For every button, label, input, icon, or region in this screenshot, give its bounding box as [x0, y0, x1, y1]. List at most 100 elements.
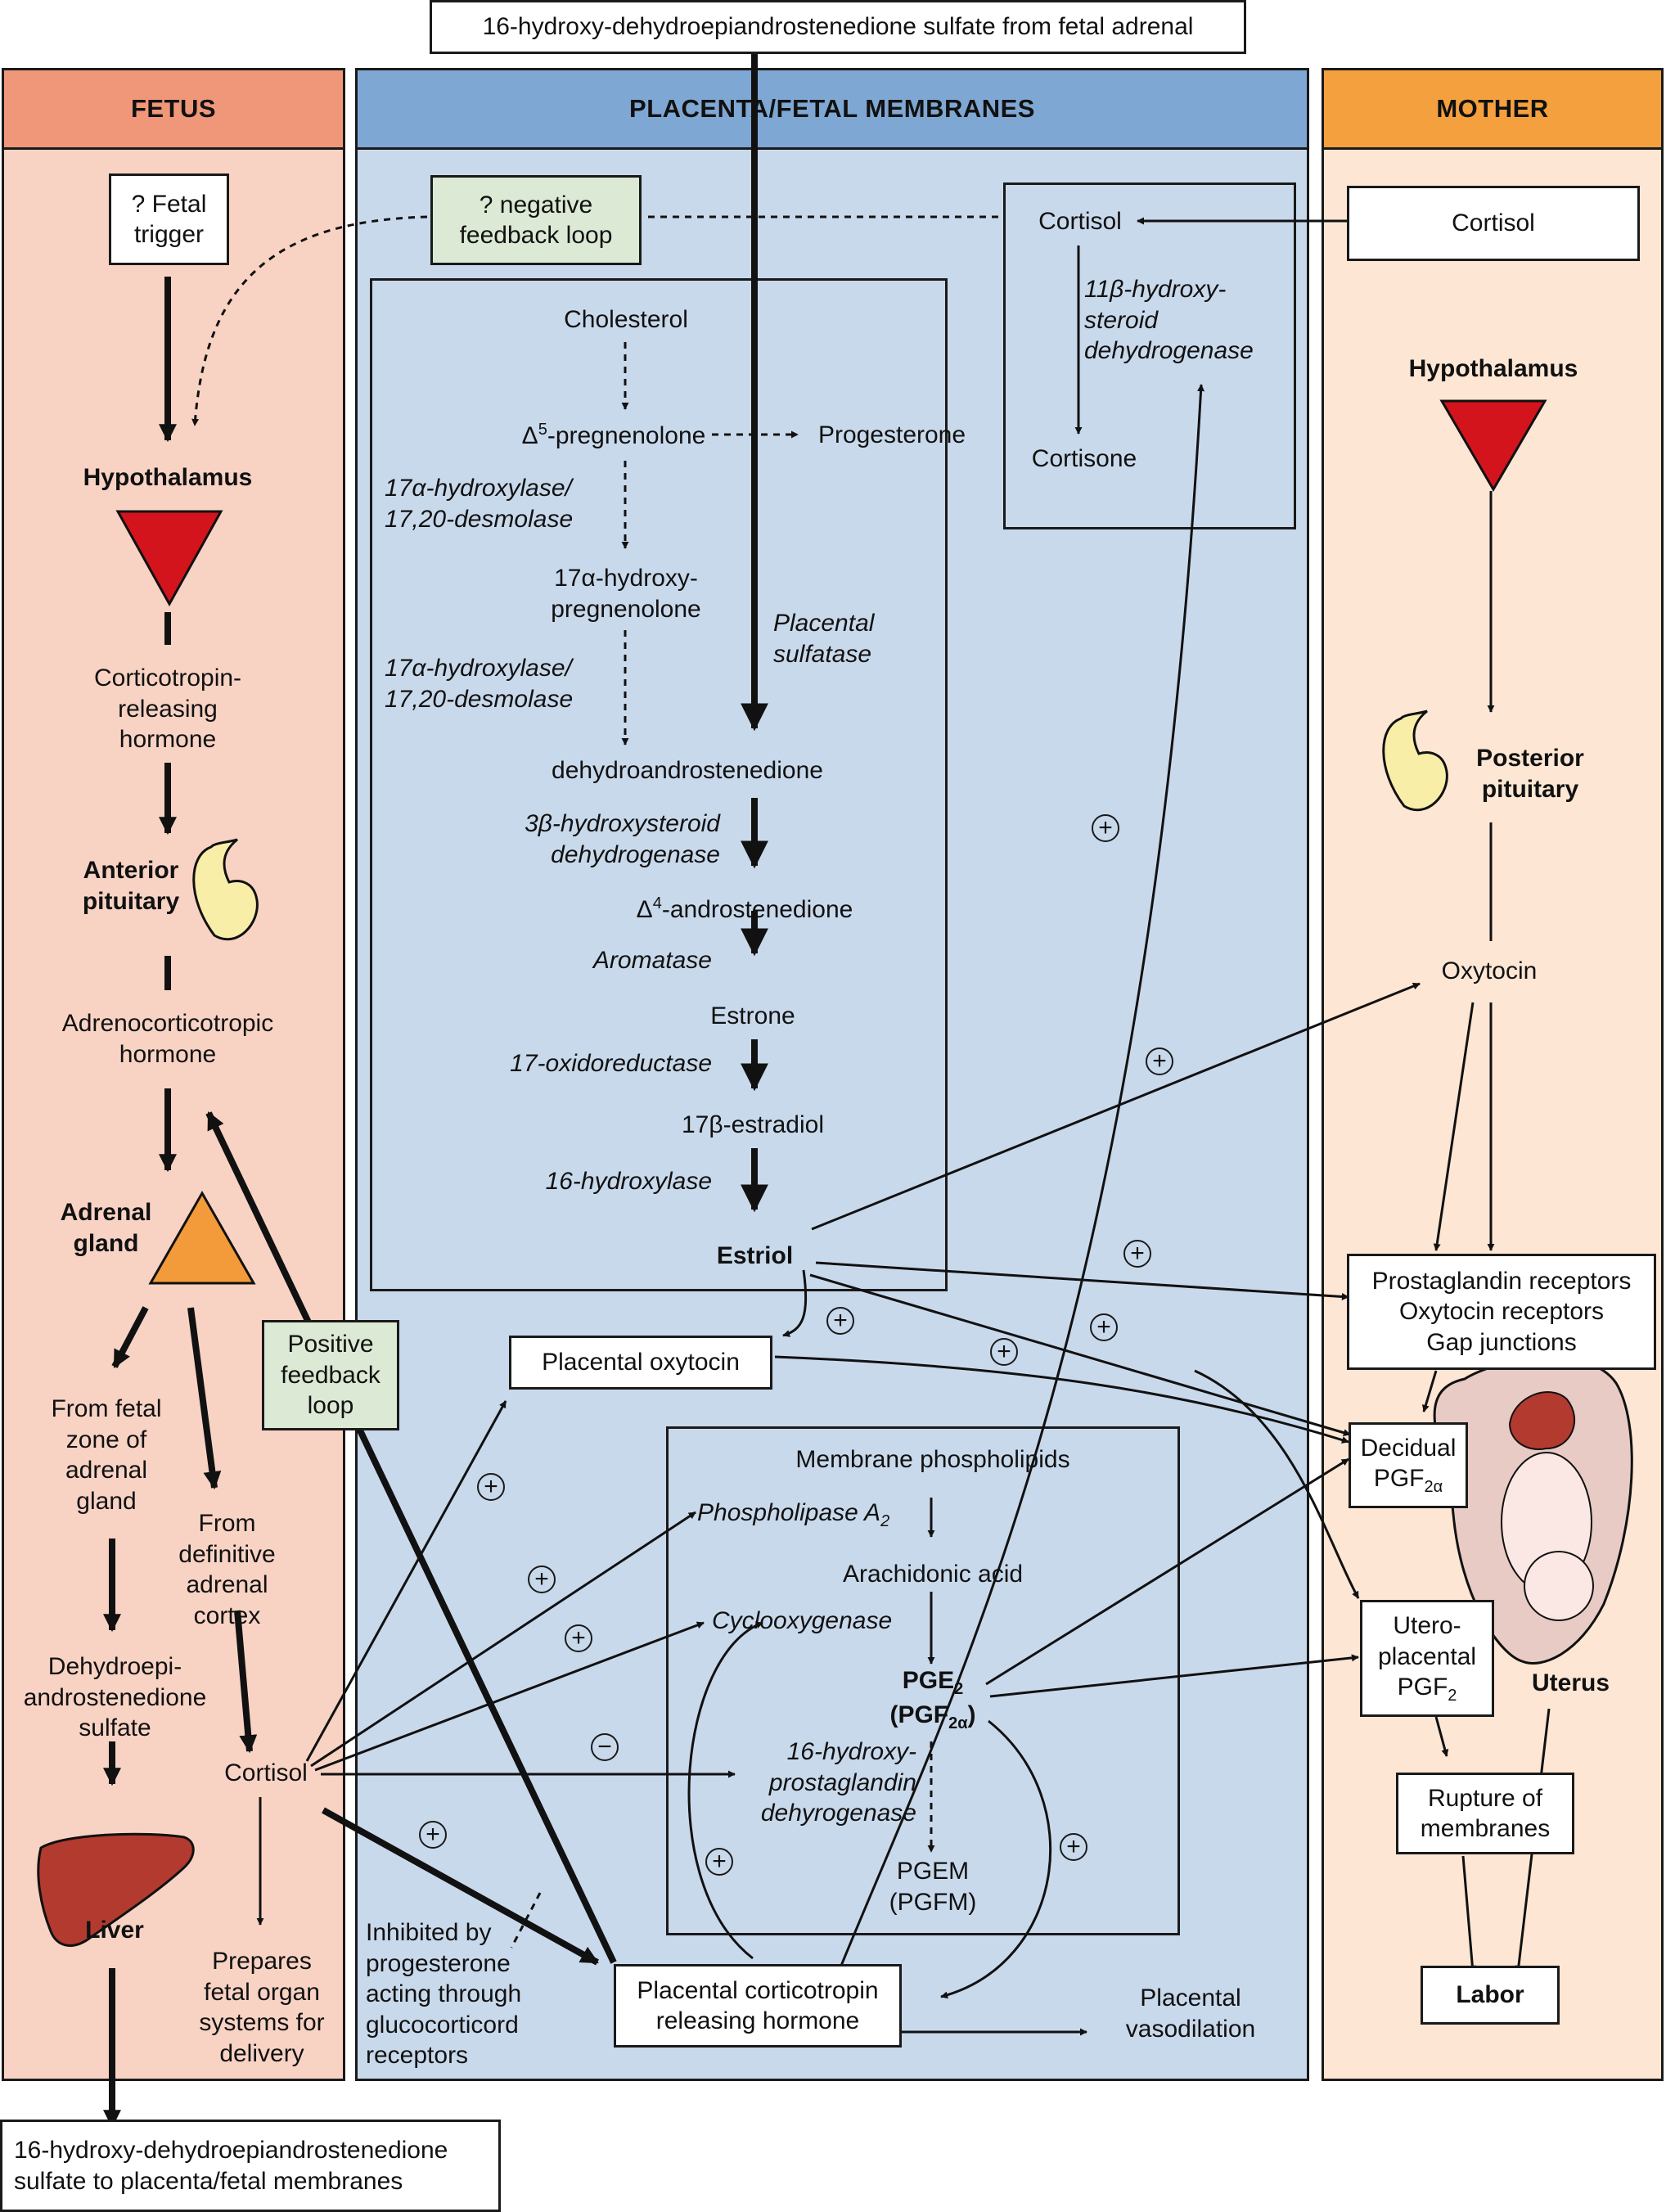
receptors-line2: Oxytocin receptors	[1398, 1298, 1605, 1326]
liver-shape	[37, 1832, 195, 1947]
enzyme-17a-second-label: 17α-hydroxylase/ 17,20-desmolase	[385, 653, 606, 714]
pgdh-line1: 16-hydroxy-	[786, 1738, 916, 1765]
cyclooxygenase-label: Cyclooxygenase	[712, 1607, 893, 1634]
hydroxylase16-label: 16-hydroxylase	[545, 1168, 712, 1195]
bottom-target-line2: sulfate to placenta/fetal membranes	[14, 2167, 403, 2195]
maternal-hypothalamus-label: Hypothalamus	[1408, 355, 1578, 382]
oxidoreductase-label: 17-oxidoreductase	[510, 1050, 712, 1077]
placental-oxytocin-box: Placental oxytocin	[509, 1336, 772, 1390]
dehydroandrostenedione-label: dehydroandrostenedione	[552, 757, 823, 784]
andro-sup: 4	[652, 894, 662, 912]
receptors-line3: Gap junctions	[1426, 1328, 1577, 1356]
adrenal-triangle	[148, 1190, 256, 1285]
andro-prefix: Δ	[636, 896, 653, 923]
decidual-sub: 2α	[1424, 1478, 1443, 1497]
dheas-line2: androstenedione	[23, 1683, 207, 1711]
placental-vasodilation-label: Placental vasodilation	[1109, 1983, 1272, 2044]
prepares-line1: Prepares	[212, 1948, 312, 1975]
hsd3-line1: 3β-hydroxysteroid	[525, 810, 720, 837]
arachidonic-acid-label: Arachidonic acid	[842, 1561, 1024, 1588]
minus-sign: −	[591, 1733, 619, 1761]
pos-fb-line1: Positive	[287, 1331, 374, 1358]
fetal-trigger-box: ? Fetal trigger	[109, 173, 229, 265]
prepares-line4: delivery	[219, 2039, 304, 2067]
pgf-close: )	[967, 1701, 976, 1728]
rupture-box: Rupture of membranes	[1396, 1773, 1574, 1854]
uteroplacental-pgf-box: Utero- placental PGF2	[1360, 1600, 1494, 1717]
pcrh-line1: Placental corticotropin	[637, 1976, 879, 2004]
sulfatase-line1: Placental	[773, 610, 875, 637]
fetal-hypothalamus-triangle	[115, 510, 223, 607]
pos-fb-line2: feedback	[281, 1361, 380, 1389]
decidual-pgf-box: Decidual PGF2α	[1349, 1422, 1468, 1508]
dheas-line1: Dehydroepi-	[47, 1653, 182, 1680]
pgdh-line2: prostaglandin	[768, 1768, 916, 1796]
estradiol-label: 17β-estradiol	[681, 1111, 824, 1138]
inhibited-by-label: Inhibited by progesterone acting through…	[366, 1917, 562, 2071]
receptors-box: Prostaglandin receptors Oxytocin recepto…	[1347, 1254, 1656, 1370]
enz17b-line1: 17α-hydroxylase/	[385, 655, 572, 682]
placental-sulfatase-label: Placental sulfatase	[773, 608, 912, 669]
enz17a-line1: 17α-hydroxylase/	[385, 475, 572, 502]
fetus-panel	[2, 68, 345, 2081]
oxytocin-label: Oxytocin	[1441, 957, 1538, 984]
top-source-box: 16-hydroxy-dehydroepiandrostenedione sul…	[430, 0, 1246, 54]
plus-sign-6: +	[990, 1338, 1018, 1366]
hsd11-line2: steroid	[1084, 306, 1159, 334]
neg-fb-line1: ? negative	[479, 191, 593, 218]
vaso-line2: vasodilation	[1125, 2015, 1256, 2043]
anterior-pituitary-line2: pituitary	[82, 887, 180, 915]
pp-line1: Posterior	[1476, 745, 1584, 772]
pcrh-line2: releasing hormone	[655, 2007, 860, 2034]
crh-line2: releasing	[118, 695, 218, 723]
plus-sign-9: +	[565, 1624, 592, 1652]
prostaglandin-pathway-box	[666, 1426, 1180, 1935]
adrenal-line1: Adrenal	[60, 1199, 152, 1226]
pgdh-label: 16-hydroxy- prostaglandin dehyrogenase	[712, 1737, 916, 1829]
preg-suffix: -pregnenolone	[547, 422, 706, 449]
definitive-cortex-label: From definitive adrenal cortex	[160, 1508, 295, 1631]
definitive-line4: cortex	[193, 1602, 261, 1629]
definitive-line1: From	[198, 1510, 256, 1537]
labor-box: Labor	[1421, 1966, 1560, 2025]
enzyme-17a-first-label: 17α-hydroxylase/ 17,20-desmolase	[385, 473, 606, 534]
decidual-text: PGF	[1373, 1465, 1425, 1493]
plus-sign-1: +	[1092, 814, 1119, 842]
fetal-zone-line1: From fetal	[51, 1395, 162, 1422]
preg-sup: 5	[538, 421, 547, 439]
plus-sign-4: +	[826, 1307, 854, 1335]
placental-crh-box: Placental corticotropin releasing hormon…	[614, 1964, 902, 2048]
fetal-zone-line4: gland	[76, 1487, 137, 1515]
membrane-phospholipids-label: Membrane phospholipids	[795, 1446, 1070, 1473]
estriol-label: Estriol	[716, 1242, 794, 1269]
steroid-pathway-box	[370, 278, 948, 1291]
pgem-line1: PGEM	[896, 1858, 970, 1885]
rupture-line2: membranes	[1420, 1815, 1551, 1842]
bottom-target-line1: 16-hydroxy-dehydroepiandrostenedione	[14, 2137, 448, 2164]
prepares-line3: systems for	[199, 2009, 325, 2036]
acth-label: Adrenocorticotropic hormone	[33, 1008, 303, 1070]
pge2-text: PGE	[902, 1667, 955, 1694]
fetal-zone-line2: zone of	[65, 1426, 147, 1453]
sulfatase-line2: sulfatase	[773, 640, 872, 668]
placenta-panel	[355, 68, 1309, 2081]
bottom-target-box: 16-hydroxy-dehydroepiandrostenedione sul…	[0, 2120, 501, 2212]
pgf-text: (PGF	[889, 1701, 949, 1728]
cortisol-conversion-box	[1003, 182, 1296, 529]
pgem-line2: (PGFM)	[889, 1888, 977, 1916]
uterus-label: Uterus	[1531, 1669, 1610, 1696]
inhibited-line5: receptors	[366, 2042, 469, 2069]
fetal-hypothalamus-label: Hypothalamus	[83, 464, 253, 491]
pos-fb-line3: loop	[307, 1392, 354, 1420]
utero-sub: 2	[1448, 1687, 1457, 1705]
pgf-sub: 2α	[948, 1714, 968, 1732]
plus-sign-2: +	[1146, 1047, 1173, 1075]
negative-feedback-box: ? negative feedback loop	[430, 175, 642, 265]
fetus-header: FETUS	[2, 68, 345, 150]
neg-fb-line2: feedback loop	[459, 222, 613, 249]
hsd11-line1: 11β-hydroxy-	[1084, 276, 1227, 303]
anterior-pituitary-line1: Anterior	[83, 857, 179, 884]
hsd11-line3: dehydrogenase	[1084, 337, 1254, 364]
